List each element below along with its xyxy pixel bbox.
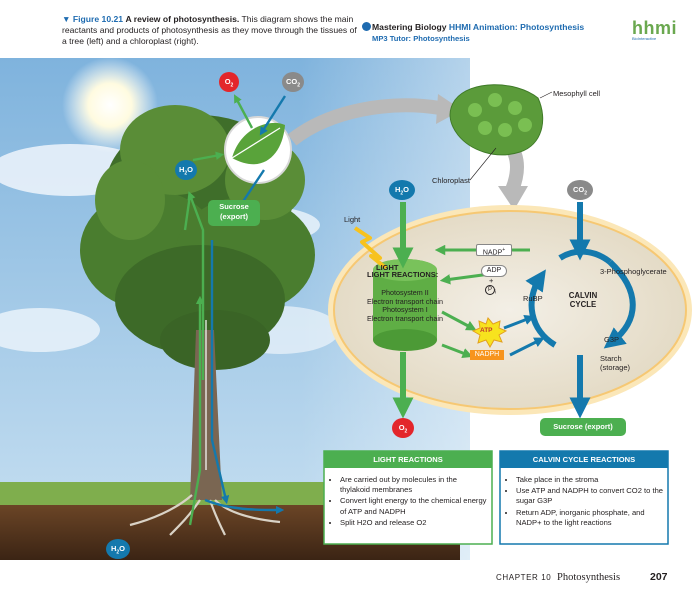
mp3-tutor-link[interactable]: MP3 Tutor: Photosynthesis <box>372 34 470 43</box>
sucrose-export-tree: Sucrose (export) <box>208 200 260 226</box>
list-item: Use ATP and NADPH to convert CO2 to the … <box>516 486 666 506</box>
chloroplast-label: Chloroplast <box>432 176 470 185</box>
light-word: LIGHT <box>376 263 399 272</box>
calvin-box-title: CALVIN CYCLE REACTIONS <box>532 455 636 464</box>
figure-label: ▼ Figure 10.21 <box>62 14 124 24</box>
hhmi-logo: hhmi <box>632 18 677 38</box>
light-reactions-text: LIGHT REACTIONS: <box>367 270 439 279</box>
co2-input-tree: CO2 <box>282 72 304 92</box>
page-number: 207 <box>650 571 668 583</box>
light-bolt-icon <box>353 226 388 270</box>
rubp-label: RuBP <box>523 294 543 303</box>
atp-label: ATP <box>480 327 493 334</box>
list-item: Are carried out by molecules in the thyl… <box>340 475 488 495</box>
plus-sign: + <box>489 276 494 285</box>
list-item: Take place in the stroma <box>516 475 666 485</box>
starch-label: Starch (storage) <box>600 354 631 372</box>
atp-starburst <box>471 316 508 349</box>
hhmi-animation-link[interactable]: HHMI Animation: Photosynthesis <box>448 22 585 32</box>
footer-title: Photosynthesis <box>557 572 621 583</box>
list-item: Convert light energy to the chemical ene… <box>340 496 488 516</box>
roots <box>129 494 281 536</box>
mesophyll-label: Mesophyll cell <box>553 89 601 98</box>
g3p-label: G3P <box>604 335 620 344</box>
footer-chapter: CHAPTER 10 Photosynthesis <box>496 572 621 583</box>
adp-label: ADP <box>481 265 507 277</box>
mastering-links[interactable]: Mastering Biology HHMI Animation: Photos… <box>372 22 584 44</box>
o2-chloroplast: O2 <box>392 418 414 438</box>
figure-caption: ▼ Figure 10.21 A review of photosynthesi… <box>62 14 360 47</box>
light-reaction-components: Photosystem II Electron transport chain … <box>340 288 470 323</box>
etc-1-label: Electron transport chain <box>367 296 443 306</box>
hhmi-logo-sub: BioInteractive <box>632 36 657 41</box>
zoom-arrow-mesophyll <box>287 98 442 146</box>
mastering-brand: Mastering Biology <box>372 22 447 32</box>
thylakoid-stack <box>373 259 437 351</box>
sucrose-export-chloroplast: Sucrose (export) <box>540 418 626 436</box>
photosystem-1-label: Photosystem I <box>382 305 428 315</box>
calvin-cycle-label: CALVIN CYCLE <box>568 291 598 309</box>
calvin-cycle-arrow <box>603 259 636 349</box>
phosphoglycerate-label: 3-Phosphoglycerate <box>600 267 667 276</box>
light-box-list: Are carried out by molecules in the thyl… <box>330 475 488 529</box>
h2o-chloroplast: H2O <box>389 180 415 200</box>
o2-output-tree: O2 <box>219 72 239 92</box>
light-box-title: LIGHT REACTIONS <box>373 455 443 464</box>
figure-text: This diagram shows the main reactants an… <box>62 14 357 46</box>
list-item: Return ADP, inorganic phosphate, and NAD… <box>516 508 666 528</box>
h2o-root: H2O <box>106 539 130 559</box>
co2-chloroplast: CO2 <box>567 180 593 200</box>
nadp-label: NADP+ <box>476 244 512 256</box>
list-item: Split H2O and release O2 <box>340 518 488 528</box>
chloroplast-stroma <box>333 210 687 410</box>
nadph-label: NADPH <box>470 350 504 360</box>
photosystem-2-label: Photosystem II <box>381 288 429 297</box>
calvin-box-list: Take place in the stroma Use ATP and NAD… <box>506 475 666 529</box>
mesophyll-cell <box>449 84 544 156</box>
figure-title: A review of photosynthesis. <box>125 14 240 24</box>
light-label: Light <box>344 215 361 224</box>
etc-2-label: Electron transport chain <box>367 313 443 323</box>
h2o-leaf: H2O <box>175 160 197 180</box>
arrow-right-icon <box>362 22 371 31</box>
